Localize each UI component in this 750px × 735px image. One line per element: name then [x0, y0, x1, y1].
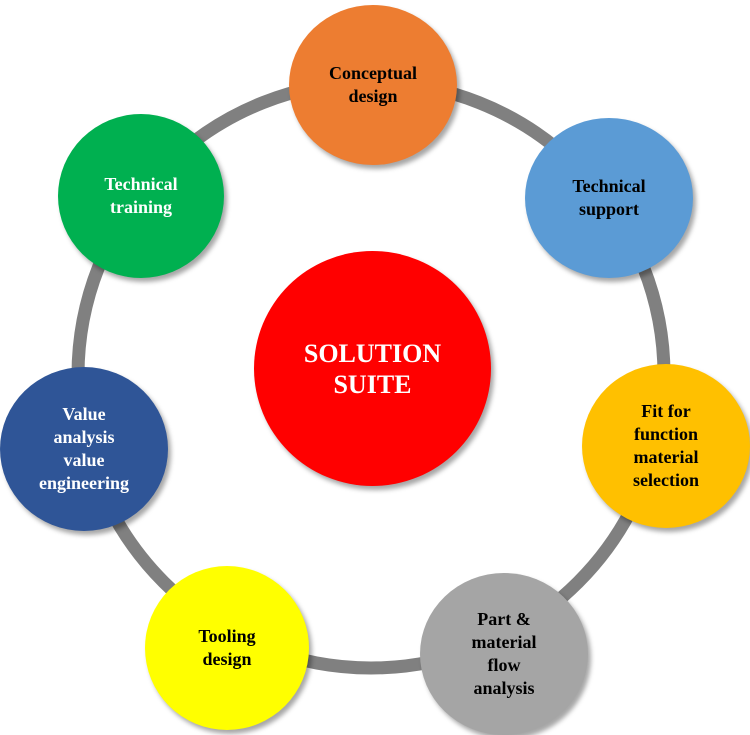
node-label: Technical support: [572, 176, 646, 219]
node-label: Fit for function material selection: [633, 401, 699, 490]
node-value-analysis-value-engineering: Value analysis value engineering: [0, 367, 168, 531]
node-fit-for-function-material-selection: Fit for function material selection: [582, 364, 750, 528]
node-technical-training: Technical training: [58, 114, 224, 278]
center-solution-suite: SOLUTION SUITE: [254, 251, 491, 486]
node-part-material-flow-analysis: Part & material flow analysis: [420, 573, 588, 735]
node-tooling-design: Tooling design: [145, 566, 309, 730]
node-label: Part & material flow analysis: [471, 609, 537, 698]
node-label: Tooling design: [198, 626, 256, 669]
node-label: Conceptual design: [328, 63, 417, 106]
node-label: Technical training: [104, 174, 178, 217]
node-conceptual-design: Conceptual design: [289, 5, 457, 165]
center-label: SOLUTION SUITE: [303, 338, 442, 399]
node-technical-support: Technical support: [525, 118, 693, 278]
node-label: Value analysis value engineering: [39, 404, 129, 493]
